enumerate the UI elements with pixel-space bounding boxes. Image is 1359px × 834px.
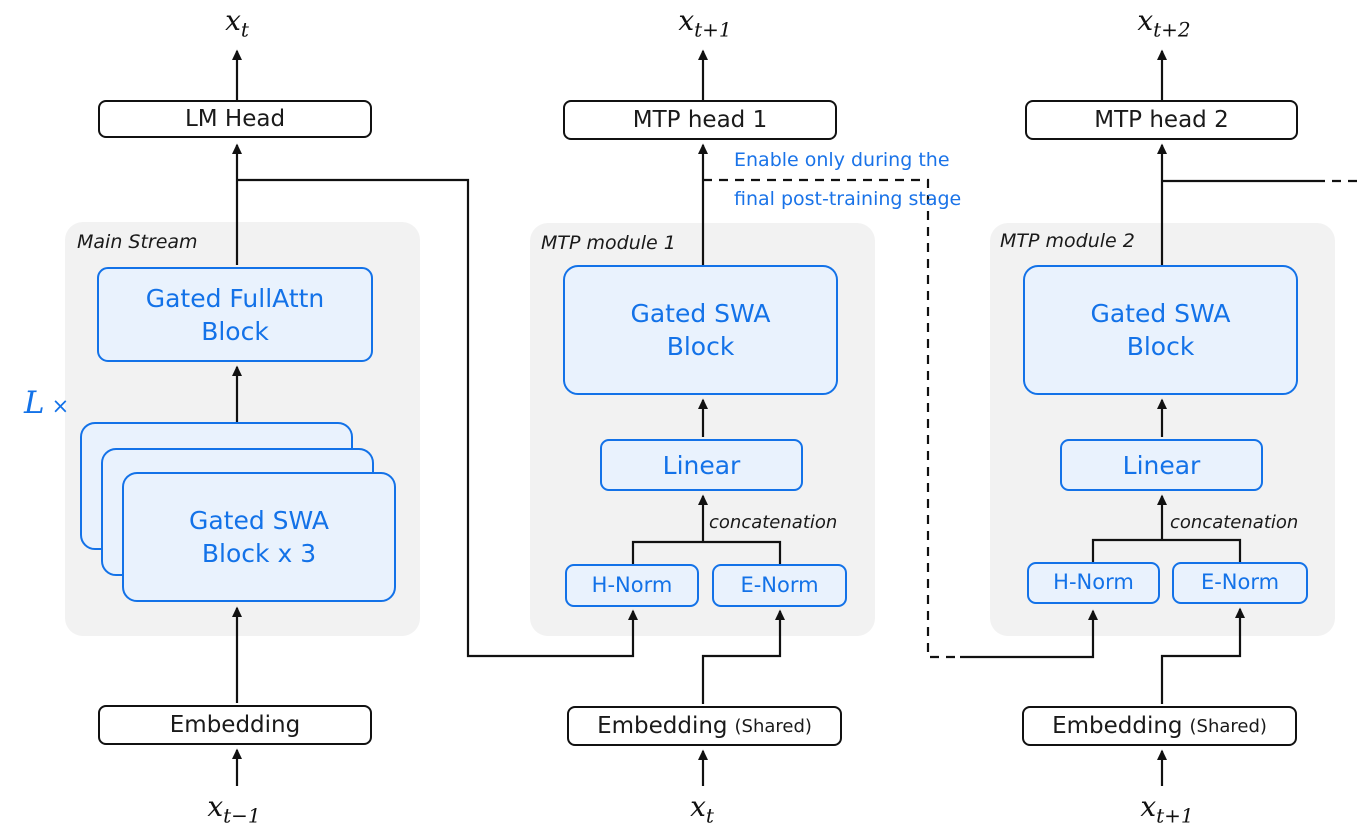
linear-block-1: Linear	[600, 439, 803, 491]
repeat-l-times-label: L×	[24, 385, 70, 421]
gated-swa-block-2: Gated SWA Block	[1023, 265, 1298, 395]
e-norm-block-1: E-Norm	[712, 564, 847, 607]
main-stream-label: Main Stream	[77, 231, 198, 253]
concatenation-label-1: concatenation	[709, 512, 838, 533]
token-out-main: xt	[225, 4, 249, 42]
enable-note-line1: Enable only during the	[734, 149, 950, 171]
token-in-main: xt−1	[207, 790, 261, 828]
mtp-head-2-box: MTP head 2	[1025, 100, 1298, 140]
gated-swa-block-1: Gated SWA Block	[563, 265, 838, 395]
enable-note-line2: final post-training stage	[734, 188, 962, 210]
wire-hidden1-to-hnorm2	[960, 609, 1098, 659]
wire-embedding2-to-enorm1	[701, 609, 785, 704]
wire-hidden-to-hnorm1	[237, 178, 638, 658]
lm-head-box: LM Head	[98, 100, 372, 138]
h-norm-block-1: H-Norm	[565, 564, 699, 607]
h-norm-block-2: H-Norm	[1027, 562, 1160, 604]
gated-fullattn-block: Gated FullAttn Block	[97, 267, 373, 362]
token-in-mtp2: xt+1	[1140, 790, 1194, 828]
wire-concat1-join	[631, 540, 782, 565]
concatenation-label-2: concatenation	[1170, 512, 1299, 533]
token-out-mtp2: xt+2	[1137, 4, 1191, 42]
mtp-module-2-label: MTP module 2	[1000, 230, 1135, 252]
mtp-module-1-label: MTP module 1	[541, 232, 676, 254]
embedding-box-main: Embedding	[98, 705, 372, 745]
wire-embedding3-to-enorm2	[1160, 607, 1245, 704]
token-in-mtp1: xt	[690, 790, 714, 828]
gated-swa-stack-front: Gated SWA Block x 3	[122, 472, 396, 602]
wire-dashed-enable-path	[703, 178, 960, 659]
token-out-mtp1: xt+1	[678, 4, 732, 42]
wire-concat2-join	[1091, 538, 1242, 563]
linear-block-2: Linear	[1060, 439, 1263, 491]
embedding-box-shared-2: Embedding (Shared)	[1022, 706, 1297, 746]
mtp-head-1-box: MTP head 1	[563, 100, 837, 140]
e-norm-block-2: E-Norm	[1172, 562, 1308, 604]
shared-suffix-2: (Shared)	[1189, 715, 1267, 737]
embedding-box-shared-1: Embedding (Shared)	[567, 706, 842, 746]
shared-suffix-1: (Shared)	[734, 715, 812, 737]
